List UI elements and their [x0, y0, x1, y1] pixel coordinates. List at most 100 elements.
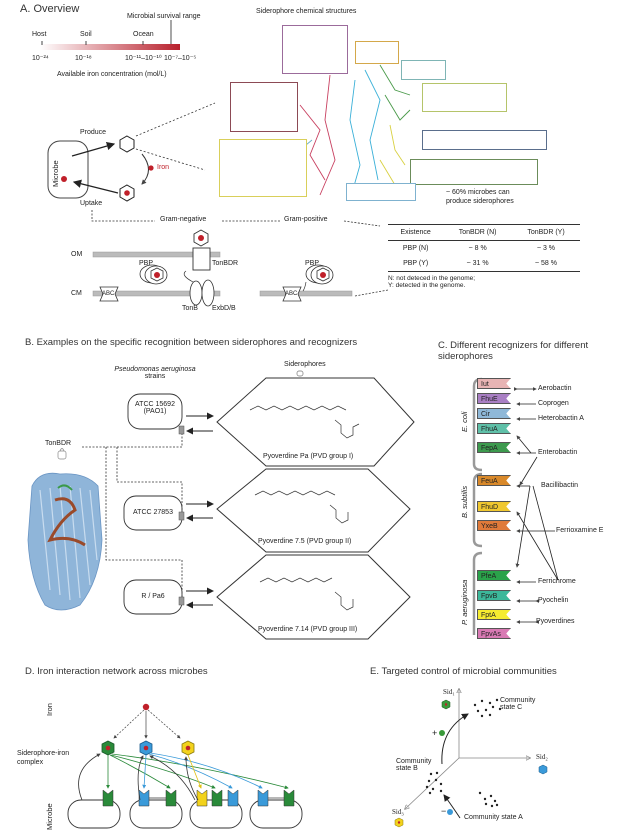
community-point: [476, 709, 480, 713]
strain-label: ATCC 15692 (PAO1): [133, 401, 177, 415]
structure-box: [346, 183, 416, 201]
gram-positive-label: Gram-positive: [284, 216, 328, 223]
strain-id: ATCC 15692: [135, 401, 175, 408]
community-point: [434, 778, 438, 782]
produce-label: Produce: [80, 129, 107, 136]
structure-box: [282, 25, 348, 74]
complex-label-2: complex: [17, 759, 44, 766]
iron-dot-icon: [142, 703, 150, 711]
table-note-n: N: not deteced in the genome;: [388, 275, 476, 282]
gram-negative-label: Gram-negative: [160, 216, 207, 223]
microbe-cell: [249, 799, 303, 829]
panel-e-title: E. Targeted control of microbial communi…: [370, 666, 557, 677]
community-point: [480, 714, 484, 718]
tick-label: 10⁻²⁴: [32, 55, 49, 62]
tick-label: 10⁻⁷–10⁻⁵: [164, 55, 197, 62]
siderophore-label: Enterobactin: [538, 449, 578, 456]
complex-label-1: Siderophore-iron: [17, 750, 70, 757]
minus-blue-icon: [447, 809, 453, 815]
key-icon: [296, 370, 304, 377]
plus-sign: +: [432, 728, 438, 738]
cm-label: CM: [71, 290, 82, 297]
state-b-line2: state B: [396, 765, 418, 772]
table-row: PBP (N) ~ 8 % ~ 3 %: [388, 241, 580, 257]
community-point: [435, 771, 439, 775]
cytoplasmic-membrane: [92, 290, 221, 297]
community-point: [484, 708, 488, 712]
abc-label: ABC: [285, 291, 298, 297]
strain-label: ATCC 27853: [133, 509, 173, 516]
sid3-label: Sid₃: [392, 808, 404, 816]
community-point: [488, 701, 492, 705]
pyoverdine-hexagon: [216, 468, 411, 553]
community-point: [431, 787, 435, 791]
community-point: [495, 803, 499, 807]
survival-range-label: Microbial survival range: [127, 13, 201, 20]
structure-box: [355, 41, 399, 64]
siderophore-label: Heterobactin A: [538, 415, 584, 422]
state-b-line1: Community: [396, 758, 432, 765]
pyoverdine-label: Pyoverdine 7.5 (PVD group II): [258, 538, 352, 545]
panel-a-title: A. Overview: [20, 3, 80, 15]
state-c-line2: state C: [500, 704, 523, 711]
structure-box: [410, 159, 538, 185]
siderophore-hexagon-icon: [119, 135, 135, 153]
state-c-line1: Community: [500, 697, 536, 704]
state-a-label: Community state A: [464, 814, 523, 821]
tonbdr-receptor: [192, 247, 211, 271]
percent-note-1: ~ 60% microbes can: [446, 189, 510, 196]
microbe-cell: [67, 799, 121, 829]
community-point: [491, 705, 495, 709]
panel-c-title-line1: C. Different recognizers for different: [438, 340, 589, 351]
strains-label: strains: [144, 373, 166, 380]
sid2-label: Sid₂: [536, 753, 548, 761]
env-label-soil: Soil: [80, 31, 92, 38]
community-point: [490, 804, 494, 808]
community-point: [488, 713, 492, 717]
table-row: PBP (Y) ~ 31 % ~ 58 %: [388, 256, 580, 272]
env-label-ocean: Ocean: [133, 31, 154, 38]
percent-note-2: produce siderophores: [446, 198, 514, 205]
table-header: Existence: [400, 229, 431, 236]
species-name: Pseudomonas aeruginosa: [114, 366, 196, 373]
tonb-label: TonB: [182, 305, 198, 312]
siderophore-label: Ferrichrome: [538, 578, 576, 585]
strain-box: [127, 393, 183, 430]
community-point: [439, 782, 443, 786]
panel-c-title: C. Different recognizers for different s…: [438, 340, 588, 362]
plus-green-icon: [439, 730, 445, 736]
community-point: [484, 802, 488, 806]
species-label: Pseudomonas aeruginosa strains: [105, 366, 205, 380]
community-point: [480, 699, 484, 703]
om-label: OM: [71, 251, 83, 258]
community-point: [489, 794, 493, 798]
iron-gradient-bar: [40, 44, 180, 50]
env-label-host: Host: [32, 31, 47, 38]
table-cell: PBP (N): [402, 245, 429, 252]
sid1-label: Sid₁: [443, 688, 455, 696]
state-b-label: Community state B: [396, 758, 431, 772]
table-cell: ~ 3 %: [536, 245, 556, 252]
sid3-axis: [405, 757, 460, 809]
structure-box: [422, 83, 507, 112]
uptake-label: Uptake: [80, 200, 103, 207]
tick-label: 10⁻¹¹–10⁻¹⁰: [125, 55, 162, 62]
panel-c-title-line2: siderophores: [438, 351, 493, 362]
community-point: [429, 772, 433, 776]
structures-title: Siderophore chemical structures: [256, 8, 357, 15]
table-cell: PBP (Y): [403, 260, 429, 267]
pyoverdine-label: Pyoverdine 7.14 (PVD group III): [258, 626, 358, 633]
siderophores-label: Siderophores: [284, 361, 326, 368]
table-header: TonBDR (Y): [527, 229, 565, 236]
community-point: [478, 791, 482, 795]
community-point: [495, 698, 499, 702]
community-point: [427, 779, 431, 783]
outer-membrane: [92, 251, 221, 258]
strain-label: R / Pa6: [141, 593, 165, 600]
structure-box: [401, 60, 446, 80]
community-point: [493, 799, 497, 803]
existence-table: Existence TonBDR (N) TonBDR (Y) PBP (N) …: [388, 224, 580, 289]
